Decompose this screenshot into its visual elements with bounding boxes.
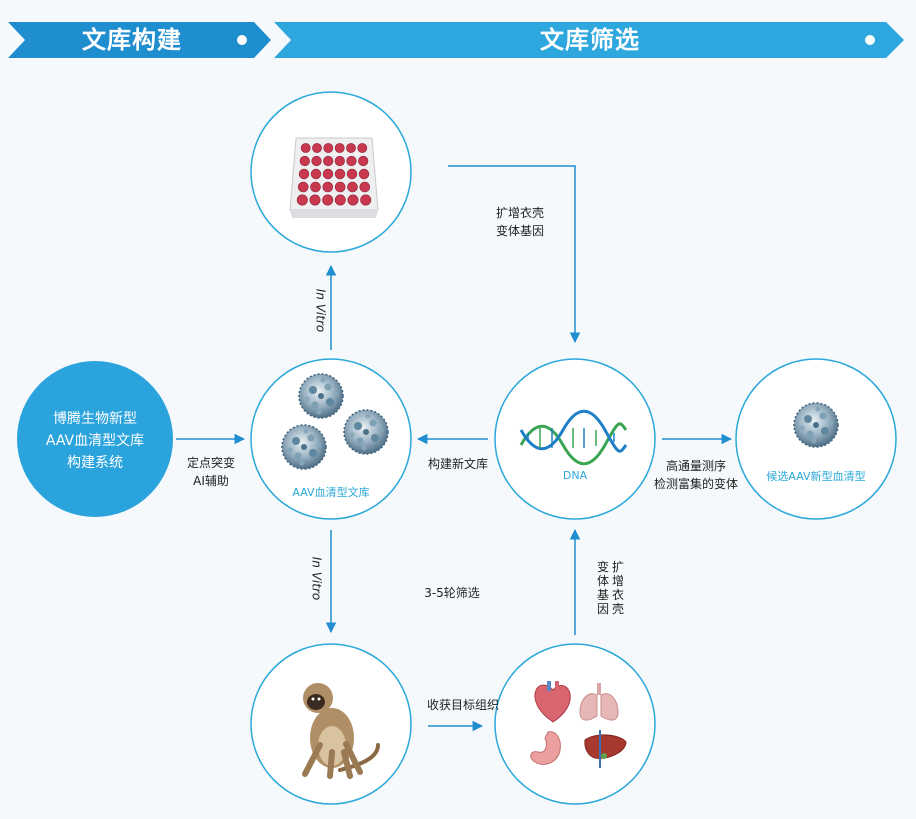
hub-text-line-3: 构建系统 — [67, 455, 123, 471]
plate-well — [334, 181, 346, 193]
plate-well — [323, 143, 334, 153]
edge-label-amplify-capsid-vertical: 扩增衣壳 — [611, 560, 624, 616]
liver-icon — [584, 730, 627, 768]
plate-well — [310, 181, 321, 193]
plate-well — [300, 143, 311, 153]
plate-well — [334, 155, 345, 167]
plate-well — [334, 143, 345, 153]
plate-well — [358, 168, 370, 180]
edge-label-amplify-line-2: 变体基因 — [495, 224, 544, 238]
plate-well — [359, 181, 371, 193]
candidate-label: 候选AAV新型血清型 — [766, 470, 866, 483]
plate-well — [310, 168, 322, 180]
edge-label-sequencing-line-1: 高通量测序 — [665, 459, 726, 473]
plate-well — [299, 155, 310, 167]
banner-right-title: 文库筛选 — [540, 26, 640, 54]
edge-label-harvest: 收获目标组织 — [426, 698, 499, 712]
edge-label-mutation-line-1: 定点突变 — [186, 456, 235, 470]
aav-library-label: AAV血清型文库 — [292, 486, 370, 499]
edge-label-rounds: 3-5轮筛选 — [424, 586, 480, 600]
plate-well — [360, 194, 372, 206]
banner-left-title: 文库构建 — [82, 26, 182, 54]
plate-well — [346, 155, 357, 167]
edge-label-sequencing-line-2: 检测富集的变体 — [653, 477, 738, 491]
plate-well — [358, 155, 369, 167]
edge-label-invitro-bottom: In Vitro — [309, 556, 324, 601]
plate-well — [334, 194, 346, 206]
plate-well — [323, 155, 334, 167]
cell-culture-plate-icon — [289, 137, 379, 218]
plate-well — [357, 143, 368, 153]
hub-text-line-2: AAV血清型文库 — [45, 433, 145, 449]
heart-icon — [534, 681, 571, 723]
monkey-icon — [302, 683, 380, 779]
hub-circle — [17, 361, 173, 517]
plate-well — [309, 194, 321, 206]
plate-well — [322, 194, 334, 206]
edge-label-new-library: 构建新文库 — [427, 457, 488, 471]
plate-well — [312, 143, 322, 153]
edge-label-mutation-line-2: AI辅助 — [193, 474, 229, 488]
lungs-icon — [579, 683, 619, 721]
plate-well — [346, 168, 358, 180]
edge-label-invitro-top: In Vitro — [313, 288, 328, 333]
plate-well — [347, 194, 359, 206]
arrow-plate-to-dna — [448, 165, 581, 344]
edge-label-variant-gene-vertical: 变体基因 — [596, 560, 609, 616]
stomach-icon — [530, 731, 561, 765]
banner-right-dot — [865, 35, 875, 45]
plate-well — [296, 194, 308, 206]
candidate-capsid-icon — [793, 402, 839, 448]
banner-left-chevron — [8, 22, 271, 58]
plate-well — [298, 168, 310, 180]
dna-helix-icon — [519, 409, 628, 466]
plate-well — [322, 168, 334, 180]
banner-right-chevron — [274, 22, 904, 58]
edge-label-amplify-line-1: 扩增衣壳 — [495, 206, 544, 220]
plate-well — [297, 181, 309, 193]
dna-label: DNA — [562, 469, 588, 482]
banner-left-dot — [237, 35, 247, 45]
plate-well — [311, 155, 322, 167]
hub-text-line-1: 博腾生物新型 — [53, 411, 137, 427]
node-aav-library — [250, 358, 412, 520]
plate-well — [334, 168, 346, 180]
node-organs — [494, 643, 656, 805]
node-dna — [494, 358, 656, 520]
plate-well — [322, 181, 334, 193]
plate-well — [347, 181, 358, 193]
plate-well — [346, 143, 356, 153]
